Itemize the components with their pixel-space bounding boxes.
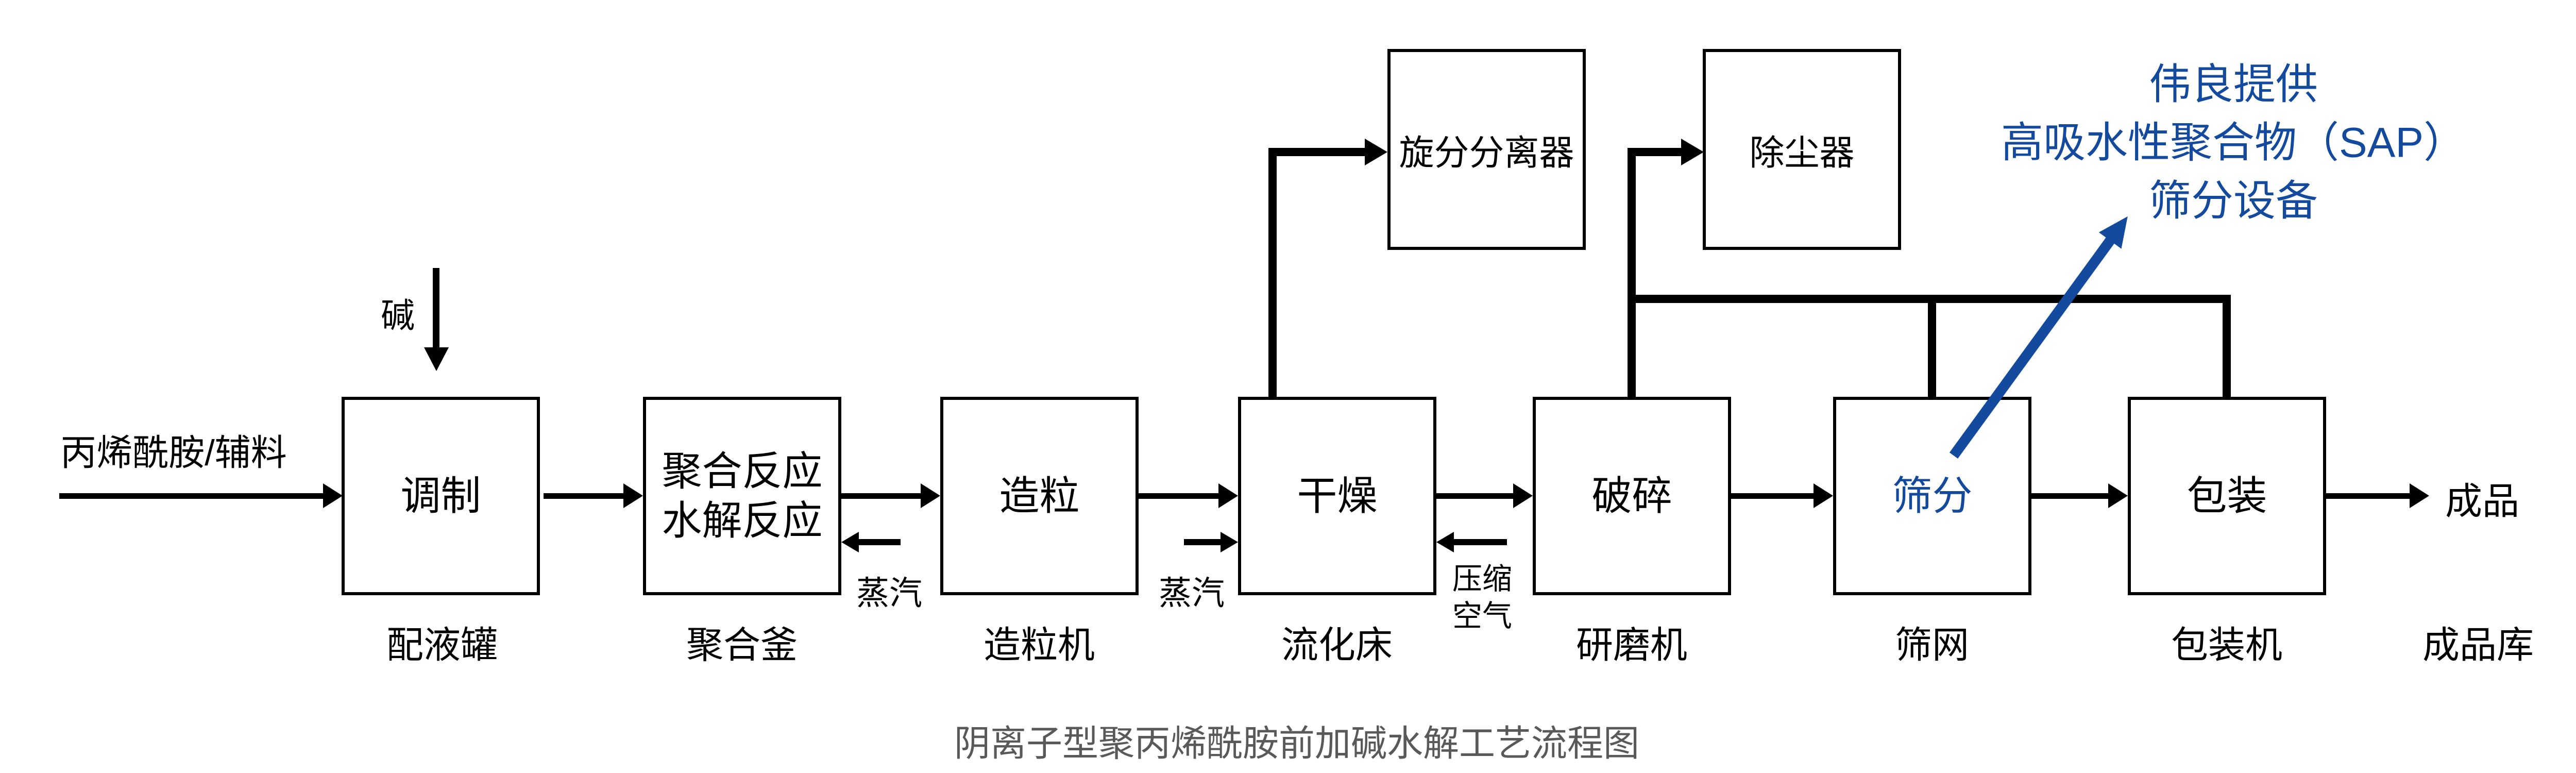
- flow-arrow-4-head: [1513, 483, 1533, 508]
- compressed-air-label: 压缩空气: [1452, 561, 1512, 635]
- box-dust-collector: 除尘器: [1703, 49, 1901, 250]
- caption-granulator: 造粒机: [983, 625, 1095, 666]
- flow-arrow-1-head: [623, 483, 643, 508]
- steam-arrow-right-shaft: [1184, 539, 1221, 545]
- flow-arrow-4-shaft: [1436, 493, 1513, 499]
- vendor-annotation: 伟良提供 高吸水性聚合物（SAP） 筛分设备: [2001, 56, 2466, 230]
- flow-arrow-5-head: [1814, 483, 1833, 508]
- diagram-title: 阴离子型聚丙烯酰胺前加碱水解工艺流程图: [954, 723, 1639, 764]
- compressed-air-arrow-head: [1436, 532, 1454, 552]
- alkali-arrow-shaft: [433, 268, 439, 348]
- caption-packing-machine: 包装机: [2171, 625, 2283, 666]
- box-screening: 筛分: [1833, 397, 2031, 595]
- flow-arrow-3-shaft: [1139, 493, 1218, 499]
- overhead-line-drop-packing: [2223, 295, 2231, 397]
- box-cyclone-separator: 旋分分离器: [1387, 49, 1586, 250]
- box-crushing-label: 破碎: [1591, 473, 1672, 518]
- overhead-line-drop-screening: [1928, 295, 1936, 397]
- alkali-input-label: 碱: [381, 296, 415, 334]
- vendor-annotation-arrow: [1949, 208, 2139, 459]
- box-polymerization-label-line1: 聚合反应: [662, 448, 823, 494]
- box-granulation: 造粒: [940, 397, 1139, 595]
- box-granulation-label: 造粒: [999, 473, 1080, 518]
- compressed-air-line1: 压缩: [1452, 562, 1513, 596]
- flow-arrow-2-head: [921, 483, 940, 508]
- box-drying: 干燥: [1238, 397, 1436, 595]
- compressed-air-arrow-shaft: [1454, 539, 1507, 545]
- box-screening-label: 筛分: [1892, 473, 1973, 518]
- flow-arrow-1-shaft: [544, 493, 623, 499]
- flow-arrow-product-shaft: [2326, 493, 2410, 499]
- steam-arrow-right-head: [1221, 532, 1238, 552]
- dust-connector-vertical: [1628, 152, 1636, 397]
- alkali-arrow-head: [424, 347, 449, 371]
- feed-input-label: 丙烯酰胺/辅料: [60, 432, 287, 473]
- steam-arrow-left-shaft: [859, 539, 901, 545]
- flow-arrow-6-head: [2108, 483, 2128, 508]
- flow-arrow-2-shaft: [841, 493, 921, 499]
- caption-grinder: 研磨机: [1575, 625, 1688, 666]
- caption-fluidized-bed: 流化床: [1281, 625, 1393, 666]
- steam-arrow-left-head: [841, 532, 859, 552]
- cyclone-connector-vertical: [1268, 152, 1277, 397]
- caption-mixing-tank: 配液罐: [386, 625, 498, 666]
- box-polymerization: 聚合反应 水解反应: [643, 397, 841, 595]
- dust-connector-head: [1681, 139, 1704, 165]
- compressed-air-line2: 空气: [1452, 599, 1513, 633]
- box-cyclone-separator-label: 旋分分离器: [1399, 133, 1574, 173]
- cyclone-connector-horizontal: [1268, 148, 1365, 156]
- flow-arrow-product-head: [2410, 483, 2429, 508]
- flow-arrow-6-shaft: [2031, 493, 2108, 499]
- flow-arrow-5-shaft: [1731, 493, 1814, 499]
- flow-arrow-feed-shaft: [59, 493, 323, 499]
- flow-arrow-feed-head: [323, 483, 343, 508]
- steam-label-right: 蒸汽: [1159, 575, 1225, 612]
- box-preparation: 调制: [342, 397, 540, 595]
- box-polymerization-label-line2: 水解反应: [662, 497, 823, 543]
- caption-screen-mesh: 筛网: [1894, 625, 1970, 666]
- box-preparation-label: 调制: [400, 473, 481, 518]
- box-dust-collector-label: 除尘器: [1749, 133, 1855, 173]
- flow-arrow-3-head: [1218, 483, 1238, 508]
- dust-connector-horizontal: [1628, 148, 1681, 156]
- cyclone-connector-head: [1365, 139, 1387, 165]
- caption-polymerizer: 聚合釜: [686, 625, 798, 666]
- vendor-annotation-line1: 伟良提供: [2148, 61, 2318, 108]
- box-drying-label: 干燥: [1297, 473, 1378, 518]
- box-crushing: 破碎: [1533, 397, 1731, 595]
- box-packing: 包装: [2128, 397, 2326, 595]
- steam-label-left: 蒸汽: [856, 575, 922, 612]
- product-output-label: 成品: [2445, 481, 2520, 523]
- vendor-annotation-line2: 高吸水性聚合物（SAP）: [2001, 119, 2466, 166]
- caption-product-warehouse: 成品库: [2422, 625, 2534, 666]
- vendor-annotation-line3: 筛分设备: [2148, 177, 2318, 225]
- box-packing-label: 包装: [2187, 473, 2267, 518]
